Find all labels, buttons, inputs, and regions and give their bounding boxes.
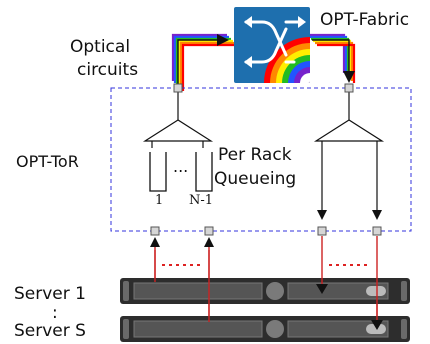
- label-server-last: Server S: [14, 321, 86, 341]
- label-queueing: Queueing: [214, 169, 296, 189]
- label-server-dots: :: [52, 303, 58, 323]
- label-opt-fabric: OPT-Fabric: [320, 10, 409, 30]
- label-circuits: circuits: [77, 60, 138, 80]
- queueing-tree: [142, 92, 214, 148]
- label-server-first: Server 1: [14, 284, 86, 304]
- label-optical: Optical: [70, 37, 130, 57]
- optical-circuit-left: [171, 33, 237, 91]
- label-queue-dots: ...: [173, 157, 188, 176]
- port-server-up-1: [150, 226, 160, 236]
- label-queue-last: N-1: [189, 193, 213, 208]
- optical-switch-icon: [234, 7, 310, 83]
- label-per-rack: Per Rack: [218, 145, 292, 165]
- per-rack-queues: [149, 152, 213, 192]
- port-server-up-2: [204, 226, 214, 236]
- port-fabric-up: [173, 83, 183, 93]
- rack-server-icon: [120, 278, 410, 304]
- label-opt-tor: OPT-ToR: [16, 152, 79, 171]
- fanout-tree: [313, 92, 385, 220]
- ports: [150, 83, 382, 236]
- optical-circuit-right: [307, 33, 356, 83]
- label-queue-first: 1: [155, 193, 163, 208]
- port-server-down-1: [317, 226, 327, 236]
- rack-server-icon: [120, 316, 410, 342]
- port-fabric-down: [344, 83, 354, 93]
- opt-tor-boundary: [110, 87, 412, 232]
- port-server-down-2: [372, 226, 382, 236]
